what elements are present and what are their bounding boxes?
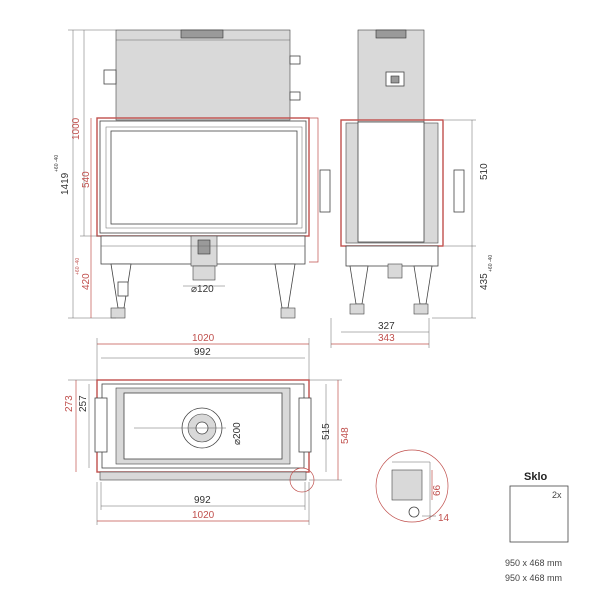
front-right-flap [289, 55, 301, 65]
front-view: ⌀120 1419 +60 -40 1000 540 420 +60 -40 [54, 29, 319, 319]
front-side-panel [309, 117, 319, 263]
side-body-inner [357, 121, 425, 243]
detail-dim-14-label: 14 [438, 513, 450, 524]
top-depth-548-label: 548 [340, 427, 351, 444]
top-width-1020-label: 1020 [192, 333, 215, 344]
front-foot-right [280, 307, 296, 319]
glass-title: Sklo [524, 471, 548, 483]
bottom-width-992-label: 992 [194, 495, 211, 506]
front-left-flap [103, 69, 117, 85]
top-depth-515-label: 515 [321, 423, 332, 440]
front-height-540-label: 540 [81, 171, 92, 188]
top-front-ledge [99, 471, 307, 481]
svg-text:+60 -40: +60 -40 [75, 258, 81, 275]
glass-panel [509, 485, 569, 543]
top-flue-diameter-label: ⌀200 [232, 422, 243, 445]
front-height-1000-label: 1000 [71, 117, 82, 140]
glass-spec: Sklo 2x 950 x 468 mm 950 x 468 mm [505, 471, 569, 583]
side-top-collar [375, 29, 407, 39]
front-flue-stub [192, 265, 216, 281]
front-leg-plate-left [117, 281, 129, 297]
side-height-510-label: 510 [479, 163, 490, 180]
top-view: 1020 992 ⌀200 273 257 515 548 992 [64, 333, 351, 525]
detail-circle [375, 449, 449, 523]
front-height-total-label: 1419 [60, 172, 71, 195]
glass-size-2: 950 x 468 mm [505, 573, 562, 583]
front-leg-right [274, 263, 296, 309]
top-width-992-label: 992 [194, 347, 211, 358]
front-top-collar [180, 29, 224, 39]
svg-text:+60 -40: +60 -40 [488, 255, 494, 272]
side-flue-stub [387, 263, 403, 279]
front-frame-inner [99, 120, 307, 234]
side-base [345, 245, 439, 267]
side-leg-right [413, 265, 433, 305]
detail-profile [391, 469, 423, 501]
front-flue-diameter-label: ⌀120 [191, 284, 214, 295]
side-depth-343-label: 343 [378, 333, 395, 344]
front-foot-left [110, 307, 126, 319]
front-top-housing [115, 29, 291, 121]
top-depth-273-label: 273 [64, 395, 75, 412]
front-glass [110, 130, 298, 225]
bottom-width-1020-label: 1020 [192, 510, 215, 521]
top-detail-marker [289, 467, 315, 493]
side-height-435-label: 435 [479, 273, 490, 290]
top-handle-right [298, 397, 312, 453]
front-ash-handle [197, 239, 211, 255]
top-depth-257-label: 257 [78, 395, 89, 412]
side-view: 510 435 +60 -40 327 343 [319, 29, 494, 348]
side-depth-327-label: 327 [378, 321, 395, 332]
side-leg-left [349, 265, 369, 305]
glass-size-1: 950 x 468 mm [505, 558, 562, 568]
detail-view: 66 14 [375, 449, 450, 524]
front-height-420-label: 420 [81, 273, 92, 290]
svg-text:+60 -40: +60 -40 [54, 155, 60, 172]
glass-quantity: 2x [552, 490, 562, 500]
front-right-flap-2 [289, 91, 301, 101]
side-handle-right [453, 169, 465, 213]
detail-dim-66-label: 66 [432, 484, 443, 496]
side-handle-left [319, 169, 331, 213]
top-handle-left [94, 397, 108, 453]
